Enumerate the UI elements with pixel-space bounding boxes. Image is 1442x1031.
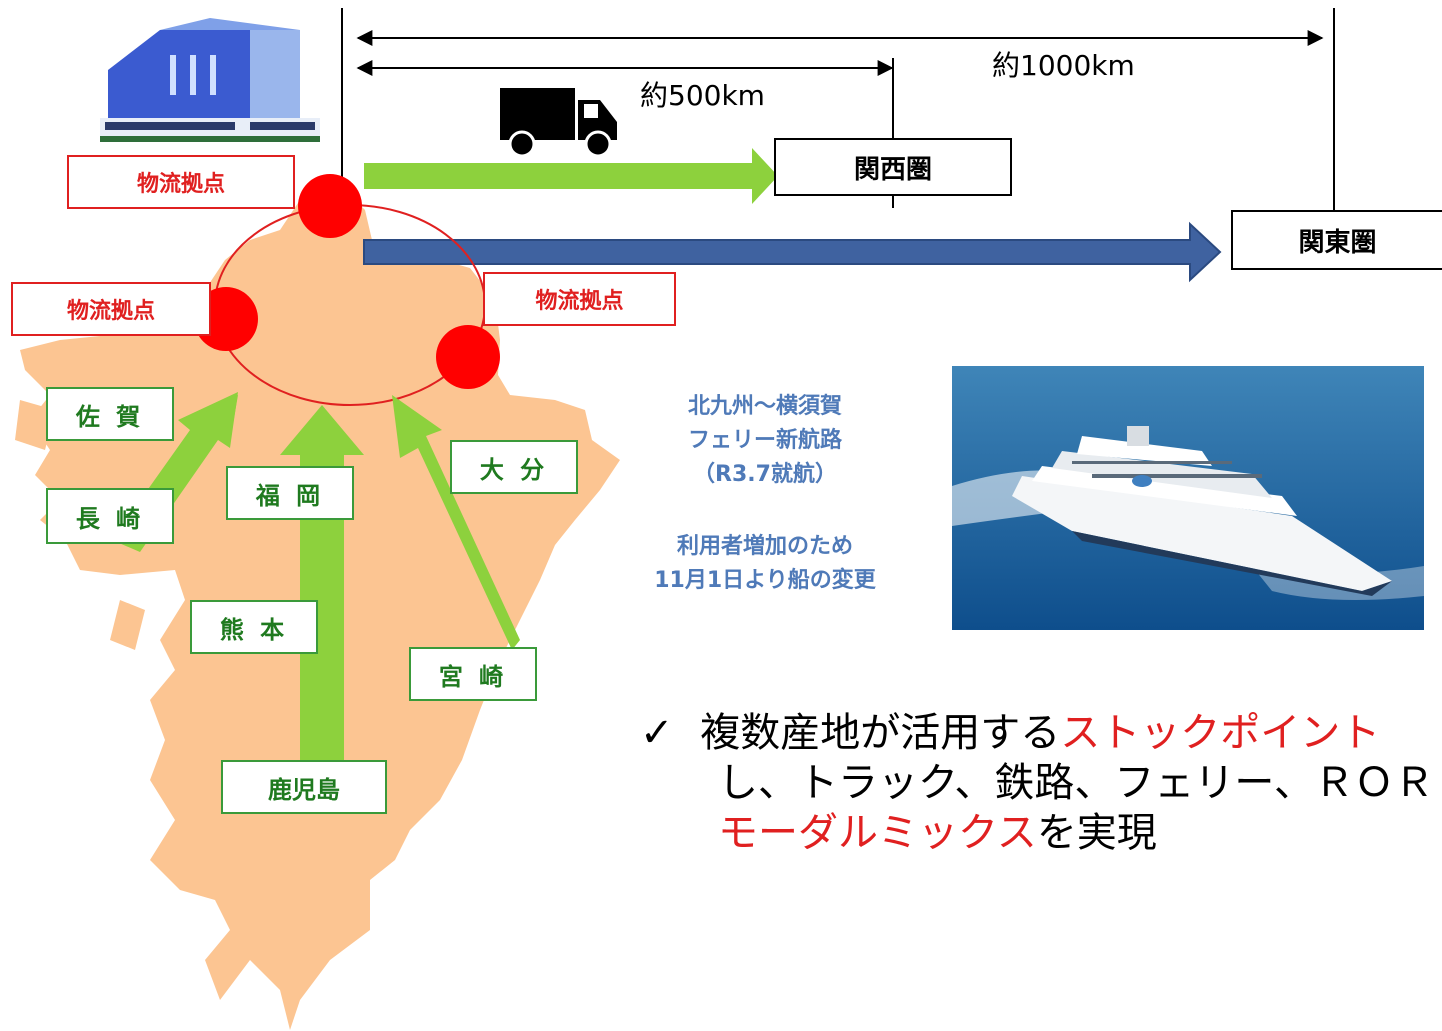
bullet-text-1a: 複数産地が活用する bbox=[700, 710, 1061, 756]
island-south bbox=[110, 600, 145, 650]
arrow-to-kansai bbox=[364, 148, 778, 204]
bullet-text-1b: ストックポイント bbox=[1060, 710, 1381, 756]
pref-saga: 佐 賀 bbox=[46, 387, 174, 441]
ferry-photo bbox=[952, 366, 1424, 630]
pref-miyazaki: 宮 崎 bbox=[409, 647, 537, 701]
bullet-line-3: モーダルミックスを実現 bbox=[640, 808, 1442, 858]
bullet-line-2: し、トラック、鉄路、フェリー、ＲＯＲ bbox=[640, 758, 1442, 808]
pref-fukuoka: 福 岡 bbox=[226, 466, 354, 520]
hub-label-north: 物流拠点 bbox=[67, 155, 295, 209]
ferry-note-line1: 北九州～横須賀 bbox=[687, 394, 842, 419]
bullet-text-3a: モーダルミックス bbox=[718, 810, 1037, 856]
ferry-update-note: 利用者増加のため 11月1日より船の変更 bbox=[620, 530, 910, 598]
bullet-text-3b: を実現 bbox=[1036, 810, 1157, 856]
hub-label-west: 物流拠点 bbox=[11, 282, 211, 336]
bullet-text-2: し、トラック、鉄路、フェリー、ＲＯＲ bbox=[718, 760, 1434, 806]
ferry-note-line2: フェリー新航路 bbox=[687, 428, 842, 453]
ferry-note-line3: （R3.7就航） bbox=[693, 462, 837, 487]
hub-dot-north bbox=[298, 174, 362, 238]
summary-bullet: ✓ 複数産地が活用するストックポイント し、トラック、鉄路、フェリー、ＲＯＲ モ… bbox=[640, 708, 1442, 858]
truck-icon bbox=[500, 88, 617, 158]
ferry-photo-graphic bbox=[952, 366, 1424, 630]
pref-kumamoto: 熊 本 bbox=[190, 600, 318, 654]
check-icon: ✓ bbox=[640, 710, 674, 756]
ferry-note: 北九州～横須賀 フェリー新航路 （R3.7就航） bbox=[620, 390, 910, 492]
warehouse-icon bbox=[100, 18, 320, 142]
region-kansai: 関西圏 bbox=[774, 138, 1012, 196]
island-west bbox=[15, 400, 55, 450]
ferry-note-line4: 利用者増加のため bbox=[676, 534, 853, 559]
region-kanto: 関東圏 bbox=[1231, 210, 1442, 270]
ferry-note-line5: 11月1日より船の変更 bbox=[654, 568, 876, 593]
bullet-line-1: ✓ 複数産地が活用するストックポイント bbox=[640, 708, 1442, 758]
pref-kagoshima: 鹿児島 bbox=[221, 760, 387, 814]
arrow-to-kanto bbox=[363, 221, 1222, 283]
arrow-from-saga bbox=[188, 395, 238, 462]
arrow-from-miyazaki bbox=[392, 395, 520, 650]
label-500km: 約500km bbox=[640, 79, 765, 112]
pref-nagasaki: 長 崎 bbox=[46, 488, 174, 544]
hub-dot-east bbox=[436, 325, 500, 389]
label-1000km: 約1000km bbox=[992, 49, 1135, 82]
pref-oita: 大 分 bbox=[450, 440, 578, 494]
hub-label-east: 物流拠点 bbox=[483, 272, 676, 326]
